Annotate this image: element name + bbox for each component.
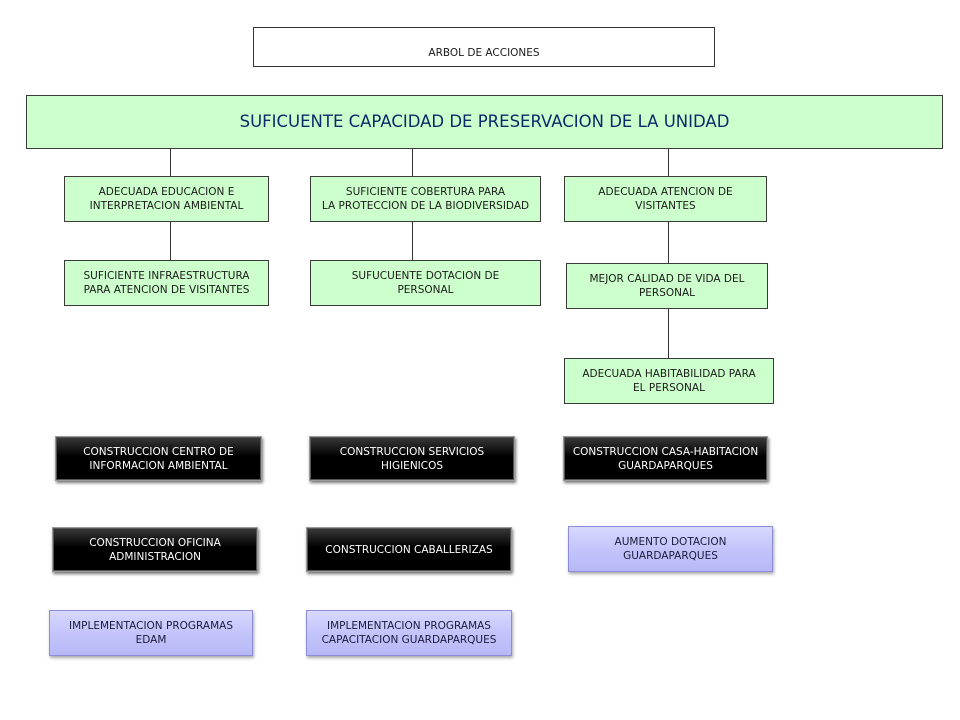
- objective-node: MEJOR CALIDAD DE VIDA DEL PERSONAL: [566, 263, 768, 309]
- connector-line: [170, 222, 171, 260]
- objective-node: ADECUADA HABITABILIDAD PARA EL PERSONAL: [564, 358, 774, 404]
- connector-line: [412, 148, 413, 176]
- action-node: IMPLEMENTACION PROGRAMAS CAPACITACION GU…: [306, 610, 512, 656]
- action-node: CONSTRUCCION CASA-HABITACION GUARDAPARQU…: [563, 436, 768, 481]
- action-node: IMPLEMENTACION PROGRAMAS EDAM: [49, 610, 253, 656]
- objective-node: ADECUADA EDUCACION E INTERPRETACION AMBI…: [64, 176, 269, 222]
- connector-line: [668, 148, 669, 176]
- action-node: AUMENTO DOTACION GUARDAPARQUES: [568, 526, 773, 572]
- connector-line: [412, 222, 413, 260]
- action-node: CONSTRUCCION CABALLERIZAS: [306, 527, 512, 572]
- diagram-title: ARBOL DE ACCIONES: [253, 27, 715, 67]
- objective-node: SUFICIENTE COBERTURA PARA LA PROTECCION …: [310, 176, 541, 222]
- action-node: CONSTRUCCION SERVICIOS HIGIENICOS: [309, 436, 515, 481]
- objective-node: SUFUCUENTE DOTACION DE PERSONAL: [310, 260, 541, 306]
- root-node: SUFICUENTE CAPACIDAD DE PRESERVACION DE …: [26, 95, 943, 149]
- connector-line: [170, 148, 171, 176]
- objective-node: ADECUADA ATENCION DE VISITANTES: [564, 176, 767, 222]
- action-node: CONSTRUCCION OFICINA ADMINISTRACION: [52, 527, 258, 572]
- connector-line: [668, 309, 669, 358]
- objective-node: SUFICIENTE INFRAESTRUCTURA PARA ATENCION…: [64, 260, 269, 306]
- connector-line: [668, 222, 669, 263]
- action-node: CONSTRUCCION CENTRO DE INFORMACION AMBIE…: [55, 436, 262, 481]
